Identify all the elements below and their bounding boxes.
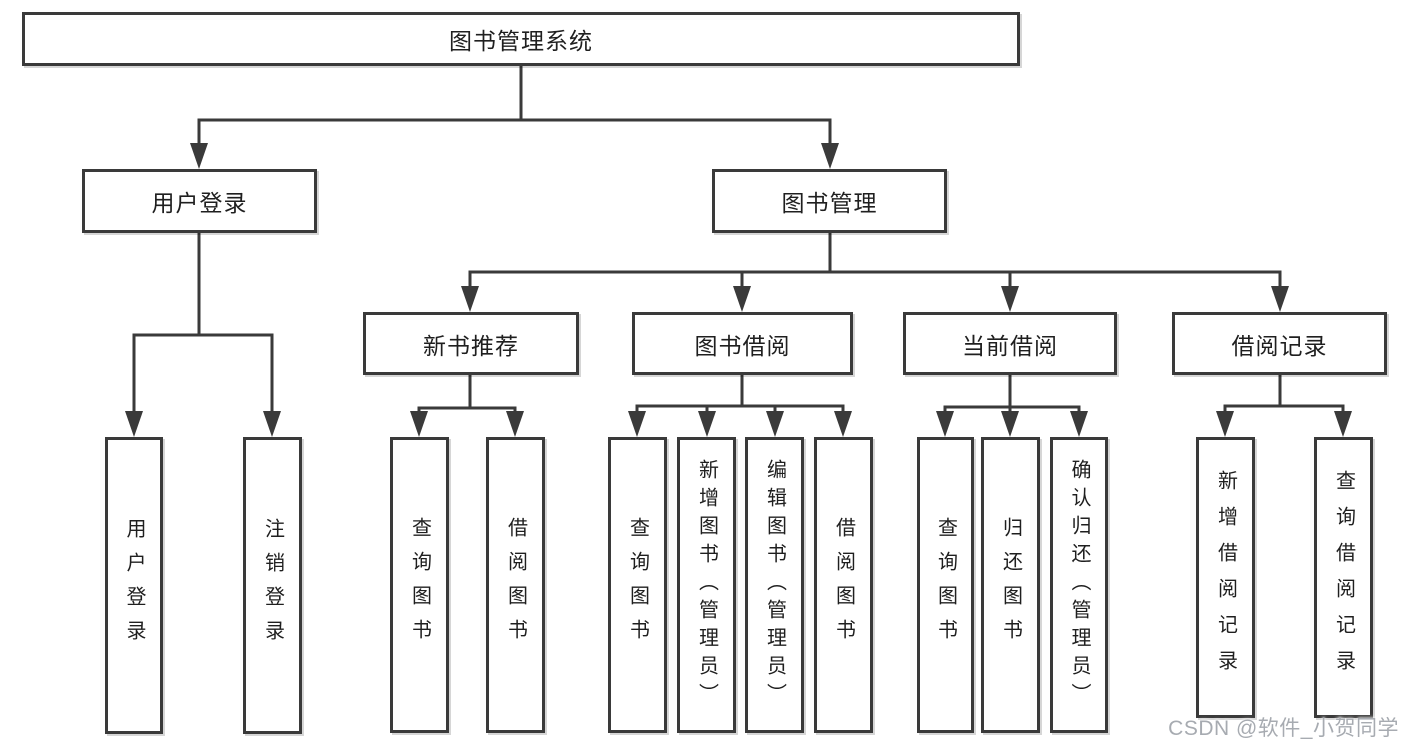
node-current-borrowing: 当前借阅: [903, 312, 1117, 375]
leaf-borrow-books-recommend-label: 借阅图书: [504, 517, 527, 653]
leaf-return-books-label: 归还图书: [999, 517, 1022, 653]
leaf-query-books-borrowing: 查询图书: [608, 437, 667, 733]
leaf-edit-book-admin: 编辑图书（管理员）: [745, 437, 804, 733]
connectors-book-management-to-level3: [461, 232, 1289, 312]
leaf-logout: 注销登录: [243, 437, 302, 734]
leaf-return-books: 归还图书: [981, 437, 1040, 733]
connectors-current-borrow-subtree: [936, 375, 1088, 437]
node-borrow-records-label: 借阅记录: [1231, 332, 1328, 359]
node-root-system: 图书管理系统: [22, 12, 1020, 66]
node-borrow-records: 借阅记录: [1172, 312, 1387, 375]
leaf-query-books-current-label: 查询图书: [934, 517, 957, 653]
node-root-system-label: 图书管理系统: [449, 28, 593, 54]
leaf-edit-book-admin-label: 编辑图书（管理员）: [763, 459, 786, 711]
node-current-borrowing-label: 当前借阅: [962, 332, 1058, 359]
leaf-logout-label: 注销登录: [261, 517, 284, 654]
leaf-query-books-borrowing-label: 查询图书: [626, 517, 649, 653]
leaf-confirm-return-admin-label: 确认归还（管理员）: [1068, 459, 1090, 711]
leaf-add-book-admin: 新增图书（管理员）: [677, 437, 736, 733]
connectors-book-borrow-subtree: [628, 375, 852, 437]
leaf-query-books-recommend: 查询图书: [390, 437, 449, 733]
leaf-add-borrow-record: 新增借阅记录: [1196, 437, 1255, 718]
connectors-new-book-subtree: [410, 375, 524, 437]
watermark-text: CSDN @软件_小贺同学: [1168, 717, 1399, 740]
node-book-borrowing-label: 图书借阅: [694, 332, 791, 359]
leaf-add-book-admin-label: 新增图书（管理员）: [695, 459, 718, 711]
leaf-confirm-return-admin: 确认归还（管理员）: [1050, 437, 1108, 733]
leaf-query-books-current: 查询图书: [917, 437, 974, 733]
leaf-query-books-recommend-label: 查询图书: [408, 517, 431, 653]
leaf-query-borrow-record-label: 查询借阅记录: [1332, 469, 1355, 686]
node-book-borrowing: 图书借阅: [632, 312, 853, 375]
leaf-borrow-books-recommend: 借阅图书: [486, 437, 545, 733]
node-user-login-label: 用户登录: [151, 190, 248, 216]
connectors-user-login-subtree: [125, 232, 281, 437]
node-book-management-label: 图书管理: [781, 190, 878, 216]
node-user-login: 用户登录: [82, 169, 317, 233]
connectors-root-to-level2: [190, 66, 839, 169]
connectors-borrow-record-subtree: [1216, 375, 1352, 437]
leaf-borrow-books-borrowing: 借阅图书: [814, 437, 873, 733]
node-book-management: 图书管理: [712, 169, 947, 233]
leaf-add-borrow-record-label: 新增借阅记录: [1214, 469, 1237, 686]
node-new-book-recommend-label: 新书推荐: [423, 332, 519, 359]
node-new-book-recommend: 新书推荐: [363, 312, 579, 375]
leaf-borrow-books-borrowing-label: 借阅图书: [832, 517, 855, 653]
leaf-user-login: 用户登录: [105, 437, 163, 734]
leaf-query-borrow-record: 查询借阅记录: [1314, 437, 1373, 718]
leaf-user-login-label: 用户登录: [123, 517, 145, 654]
